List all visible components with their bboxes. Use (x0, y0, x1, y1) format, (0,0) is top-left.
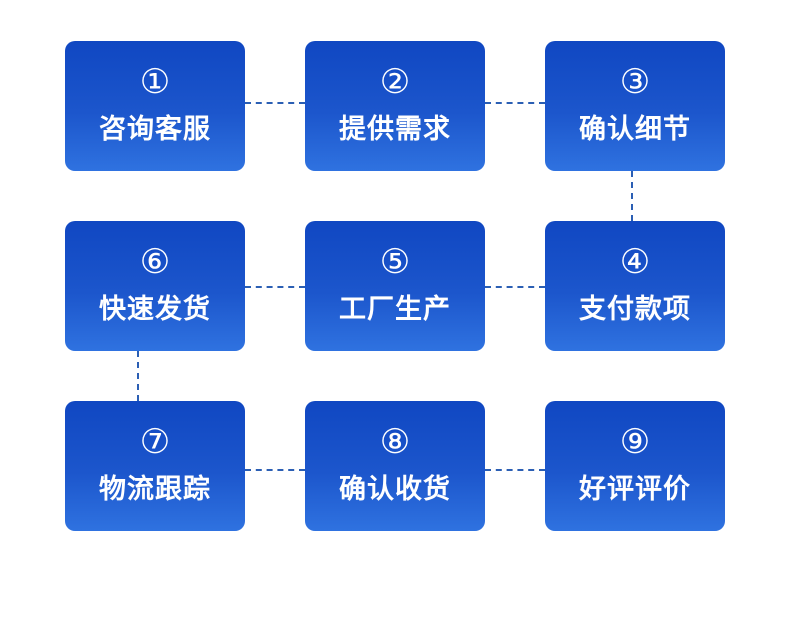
step-box-payment: ④ 支付款项 (545, 221, 725, 351)
step-number: ① (139, 62, 171, 102)
step-number: ⑨ (619, 422, 651, 462)
step-label: 提供需求 (339, 114, 451, 145)
step-box-confirm-receipt: ⑧ 确认收货 (305, 401, 485, 531)
step-number: ⑤ (379, 242, 411, 282)
step-number: ⑧ (379, 422, 411, 462)
step-label: 快速发货 (99, 294, 211, 325)
step-box-fast-shipping: ⑥ 快速发货 (65, 221, 245, 351)
step-box-consult: ① 咨询客服 (65, 41, 245, 171)
step-label: 工厂生产 (339, 294, 451, 325)
step-label: 物流跟踪 (99, 474, 211, 505)
step-box-review: ⑨ 好评评价 (545, 401, 725, 531)
step-number: ⑥ (139, 242, 171, 282)
connector-step7-step8 (245, 469, 305, 471)
connector-step5-step6 (245, 286, 305, 288)
step-number: ③ (619, 62, 651, 102)
step-box-factory-production: ⑤ 工厂生产 (305, 221, 485, 351)
connector-step2-step3 (485, 102, 545, 104)
step-label: 确认收货 (339, 474, 451, 505)
step-box-confirm-details: ③ 确认细节 (545, 41, 725, 171)
connector-step3-step4 (631, 171, 633, 221)
step-box-logistics-tracking: ⑦ 物流跟踪 (65, 401, 245, 531)
step-box-requirements: ② 提供需求 (305, 41, 485, 171)
step-label: 支付款项 (579, 294, 691, 325)
step-number: ④ (619, 242, 651, 282)
step-number: ② (379, 62, 411, 102)
connector-step4-step5 (485, 286, 545, 288)
step-label: 咨询客服 (99, 114, 211, 145)
connector-step1-step2 (245, 102, 305, 104)
step-number: ⑦ (139, 422, 171, 462)
step-label: 确认细节 (579, 114, 691, 145)
connector-step6-step7 (137, 351, 139, 401)
connector-step8-step9 (485, 469, 545, 471)
step-label: 好评评价 (579, 474, 691, 505)
